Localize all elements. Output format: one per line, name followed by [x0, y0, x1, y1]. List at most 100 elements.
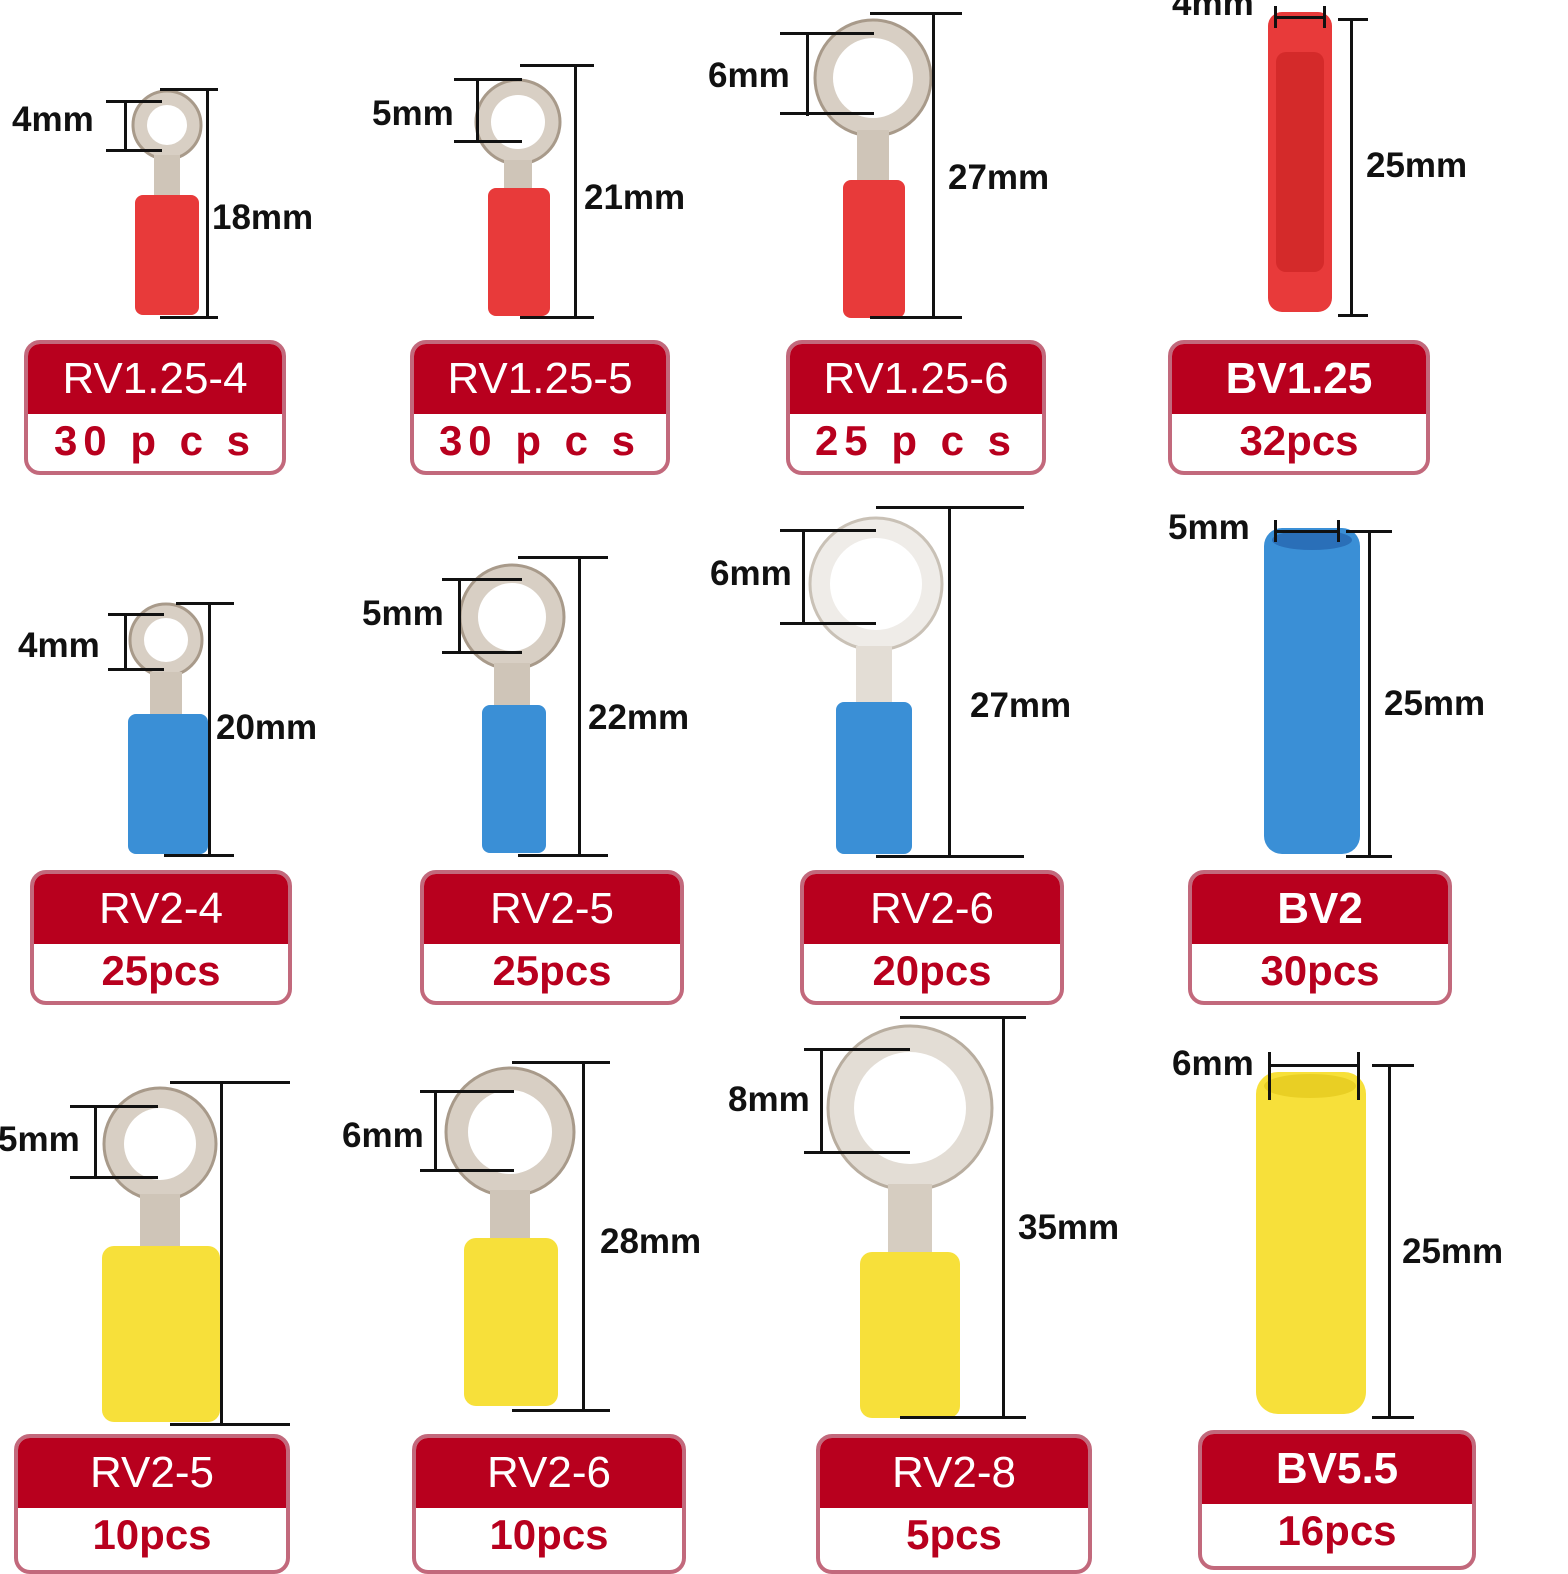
hole-dim-line: [124, 613, 127, 671]
dim-tick: [512, 1409, 610, 1412]
hole-dim-line: [1274, 16, 1326, 19]
length-label: 27mm: [970, 686, 1072, 725]
ring-terminal-image: [813, 18, 933, 318]
quantity-label: 25pcs: [101, 947, 221, 994]
model-label: BV2: [1192, 874, 1448, 944]
dim-tick: [518, 556, 608, 559]
dim-tick: [1372, 1416, 1414, 1419]
hole-dim-line: [802, 529, 805, 625]
dim-tick: [108, 668, 164, 671]
model-label: RV2-6: [804, 874, 1060, 944]
ring-terminal-image: [808, 516, 944, 854]
dim-tick: [1274, 6, 1277, 28]
length-label: 27mm: [948, 158, 1050, 197]
hole-diameter-label: 8mm: [728, 1080, 810, 1119]
dim-tick: [804, 1151, 910, 1154]
dim-tick: [518, 854, 608, 857]
dim-tick: [176, 602, 234, 605]
hole-dim-line: [94, 1105, 97, 1179]
hole-diameter-label: 6mm: [710, 554, 792, 593]
length-label: 20mm: [216, 708, 318, 747]
ring-terminal-image: [474, 78, 562, 316]
dim-tick: [1346, 530, 1392, 533]
ring-terminal-image: [458, 563, 566, 853]
dim-tick: [1323, 6, 1326, 28]
dim-tick: [420, 1090, 514, 1093]
product-label: RV2-8 5pcs: [816, 1434, 1092, 1574]
length-dim-line: [948, 506, 951, 858]
length-dim-line: [582, 1061, 585, 1412]
dim-tick: [876, 506, 1024, 509]
dim-tick: [900, 1016, 1026, 1019]
model-label: RV2-6: [416, 1438, 682, 1508]
length-label: 21mm: [584, 178, 686, 217]
product-label: RV1.25-6 25 p c s: [786, 340, 1046, 475]
dim-tick: [520, 64, 594, 67]
dim-tick: [420, 1169, 514, 1172]
length-dim-line: [932, 12, 935, 319]
dim-tick: [804, 1048, 910, 1051]
dim-tick: [1357, 1052, 1360, 1100]
quantity-label: 5pcs: [906, 1511, 1002, 1558]
hole-diameter-label: 5mm: [372, 94, 454, 133]
dim-tick: [1372, 1064, 1414, 1067]
dim-tick: [1337, 520, 1340, 542]
length-dim-line: [208, 602, 211, 856]
model-label: RV2-5: [18, 1438, 286, 1508]
dim-tick: [780, 32, 874, 35]
dim-tick: [900, 1416, 1026, 1419]
quantity-label: 10pcs: [489, 1511, 609, 1558]
dim-tick: [1274, 520, 1277, 542]
dim-tick: [160, 88, 218, 91]
model-label: RV1.25-5: [414, 344, 666, 414]
quantity-label: 30 p c s: [53, 417, 257, 464]
model-label: RV1.25-6: [790, 344, 1042, 414]
hole-diameter-label: 4mm: [18, 626, 100, 665]
dim-tick: [442, 578, 522, 581]
model-label: RV1.25-4: [28, 344, 282, 414]
hole-diameter-label: 5mm: [0, 1120, 80, 1159]
hole-dim-line: [476, 78, 479, 142]
product-label: RV2-4 25pcs: [30, 870, 292, 1005]
butt-connector-image: [1256, 1072, 1366, 1414]
dim-tick: [876, 855, 1024, 858]
product-label: RV2-5 10pcs: [14, 1434, 290, 1574]
quantity-label: 25 p c s: [814, 417, 1018, 464]
hole-diameter-label: 5mm: [362, 594, 444, 633]
product-label: BV1.25 32pcs: [1168, 340, 1430, 475]
model-label: RV2-4: [34, 874, 288, 944]
ring-terminal-image: [102, 1086, 220, 1422]
hole-dim-line: [434, 1090, 437, 1172]
dim-tick: [108, 613, 164, 616]
hole-diameter-label: 4mm: [1172, 0, 1254, 23]
quantity-label: 25pcs: [492, 947, 612, 994]
dim-tick: [1268, 1052, 1271, 1100]
dim-tick: [1338, 314, 1368, 317]
quantity-label: 16pcs: [1277, 1507, 1397, 1554]
length-label: 22mm: [588, 698, 690, 737]
length-label: 25mm: [1384, 684, 1486, 723]
length-dim-line: [1388, 1064, 1391, 1419]
hole-diameter-label: 6mm: [1172, 1044, 1254, 1083]
length-dim-line: [1002, 1016, 1005, 1419]
butt-connector-image: [1268, 12, 1332, 312]
model-label: BV1.25: [1172, 344, 1426, 414]
length-label: 28mm: [600, 1222, 702, 1261]
ring-terminal-image: [131, 89, 203, 315]
dim-tick: [780, 112, 874, 115]
dim-tick: [454, 140, 522, 143]
quantity-label: 20pcs: [872, 947, 992, 994]
dim-tick: [70, 1105, 158, 1108]
hole-diameter-label: 5mm: [1168, 508, 1250, 547]
hole-dim-line: [1276, 530, 1340, 533]
dim-tick: [442, 651, 522, 654]
product-label: RV1.25-4 30 p c s: [24, 340, 286, 475]
hole-dim-line: [1270, 1064, 1358, 1067]
hole-diameter-label: 6mm: [342, 1116, 424, 1155]
hole-diameter-label: 6mm: [708, 56, 790, 95]
length-label: 18mm: [212, 198, 314, 237]
product-label: RV2-5 25pcs: [420, 870, 684, 1005]
length-label: 35mm: [1018, 1208, 1120, 1247]
butt-connector-image: [1264, 528, 1360, 854]
product-label: BV5.5 16pcs: [1198, 1430, 1476, 1570]
